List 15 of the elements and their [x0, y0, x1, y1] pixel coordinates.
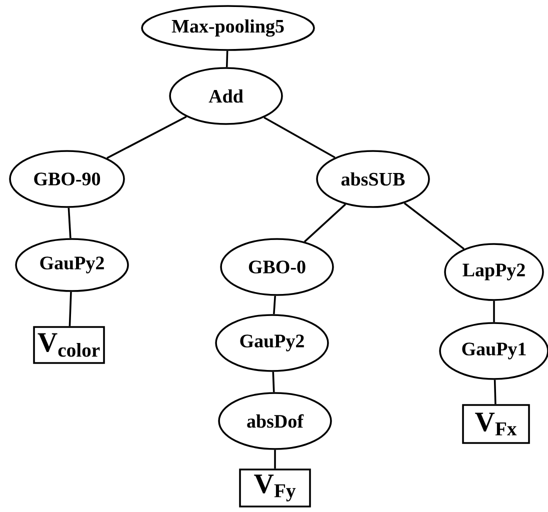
- connector-line: [264, 116, 336, 158]
- connector-line: [272, 372, 275, 392]
- connector-line: [304, 204, 346, 242]
- connector-line: [68, 292, 72, 326]
- connector-line: [226, 50, 228, 68]
- connector-line: [494, 380, 496, 404]
- input-box: V$_{Fx}$: [462, 404, 530, 444]
- input-box: V$_{color}$: [33, 326, 105, 364]
- connector-line: [273, 296, 276, 314]
- connector-line: [274, 450, 276, 469]
- connector-line: [404, 202, 465, 250]
- input-box: V$_{Fy}$: [239, 468, 311, 508]
- connector-line: [106, 116, 187, 159]
- connector-line: [493, 300, 495, 322]
- connector-line: [68, 208, 72, 238]
